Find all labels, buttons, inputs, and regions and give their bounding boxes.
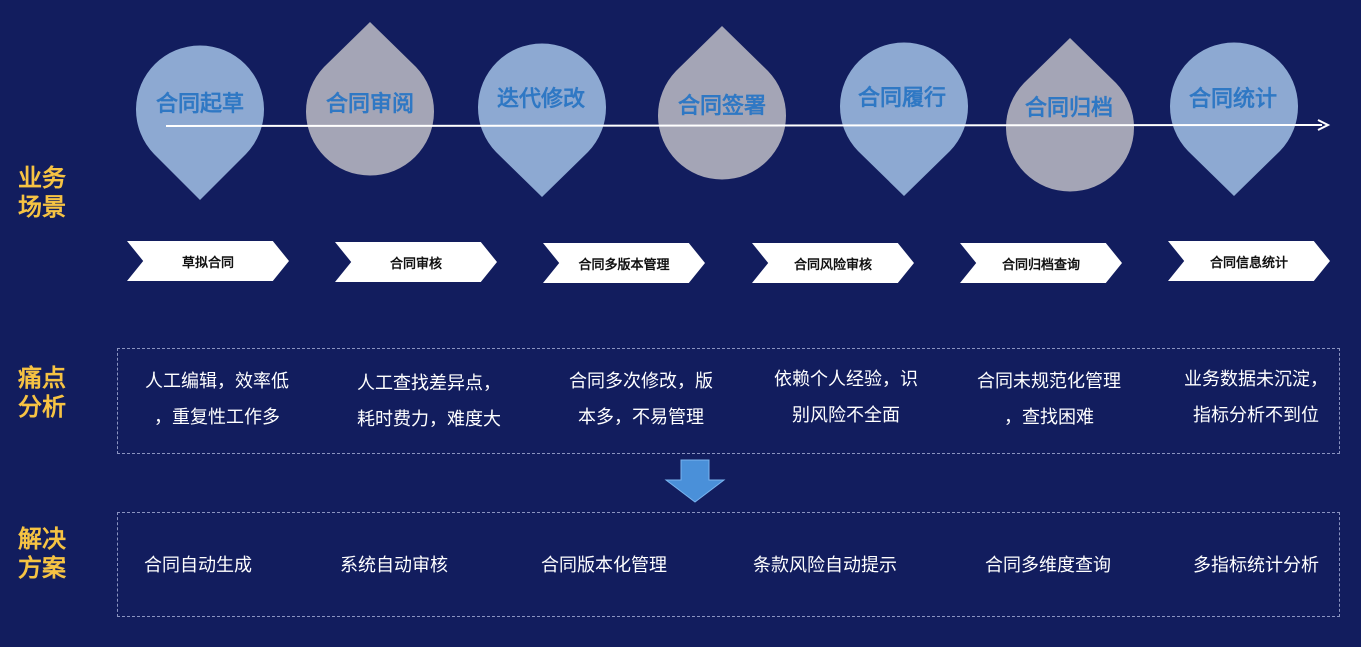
section-label-scenario-line2: 场景 bbox=[18, 193, 66, 221]
stage-label-5: 合同履行 bbox=[857, 86, 946, 111]
pain-point-5-line1: 合同未规范化管理 bbox=[977, 371, 1121, 392]
section-label-pain-line1: 痛点 bbox=[18, 364, 66, 392]
down-arrow-icon bbox=[664, 459, 726, 503]
solution-1: 合同自动生成 bbox=[144, 555, 252, 576]
pain-point-2-line2: 耗时费力，难度大 bbox=[357, 409, 501, 430]
section-label-solution-line2: 方案 bbox=[18, 554, 66, 582]
pain-points-box bbox=[117, 348, 1340, 454]
stage-label-3: 迭代修改 bbox=[496, 87, 585, 112]
step-chevron-1: 草拟合同 bbox=[127, 241, 289, 281]
stage-label-7: 合同统计 bbox=[1188, 87, 1277, 112]
pain-point-4: 依赖个人经验，识 别风险不全面 bbox=[751, 362, 941, 434]
pain-point-2-line1: 人工查找差异点， bbox=[357, 373, 501, 394]
timeline-arrow bbox=[165, 119, 1331, 131]
pain-point-4-line2: 别风险不全面 bbox=[792, 405, 900, 426]
stage-drop-4 bbox=[658, 26, 786, 180]
stage-drop-1 bbox=[136, 45, 264, 200]
section-label-pain-line2: 分析 bbox=[18, 393, 66, 421]
solution-5: 合同多维度查询 bbox=[985, 555, 1111, 576]
stage-label-6: 合同归档 bbox=[1024, 96, 1113, 121]
stage-drop-2 bbox=[306, 22, 434, 176]
solution-4: 条款风险自动提示 bbox=[753, 555, 897, 576]
stage-drop-3 bbox=[478, 43, 606, 197]
step-chevron-4: 合同风险审核 bbox=[752, 243, 914, 283]
pain-point-5: 合同未规范化管理 ，查找困难 bbox=[954, 364, 1144, 436]
pain-point-6-line2: 指标分析不到位 bbox=[1193, 405, 1319, 426]
stage-drop-5 bbox=[840, 42, 968, 196]
section-label-scenario: 业务 场景 bbox=[18, 164, 88, 222]
pain-point-4-line1: 依赖个人经验，识 bbox=[774, 369, 918, 390]
pain-point-5-line2: ，查找困难 bbox=[1004, 407, 1094, 428]
step-chevron-5: 合同归档查询 bbox=[960, 243, 1122, 283]
stage-label-1: 合同起草 bbox=[155, 92, 244, 117]
pain-point-3: 合同多次修改，版 本多，不易管理 bbox=[546, 364, 736, 436]
solution-3: 合同版本化管理 bbox=[541, 555, 667, 576]
pain-point-3-line2: 本多，不易管理 bbox=[578, 407, 704, 428]
section-label-scenario-line1: 业务 bbox=[18, 164, 66, 192]
section-label-solution: 解决 方案 bbox=[18, 525, 88, 583]
pain-point-6-line1: 业务数据未沉淀， bbox=[1184, 369, 1328, 390]
step-chevron-6: 合同信息统计 bbox=[1168, 241, 1330, 281]
pain-point-1: 人工编辑，效率低 ，重复性工作多 bbox=[122, 364, 312, 436]
step-chevron-2: 合同审核 bbox=[335, 242, 497, 282]
stage-label-2: 合同审阅 bbox=[325, 92, 414, 117]
stage-label-4: 合同签署 bbox=[677, 94, 766, 119]
pain-point-6: 业务数据未沉淀， 指标分析不到位 bbox=[1161, 362, 1351, 434]
pain-point-2: 人工查找差异点， 耗时费力，难度大 bbox=[334, 366, 524, 438]
pain-point-1-line2: ，重复性工作多 bbox=[154, 407, 280, 428]
right-arrow-icon bbox=[1317, 119, 1331, 131]
pain-point-3-line1: 合同多次修改，版 bbox=[569, 371, 713, 392]
stage-drop-6 bbox=[1006, 38, 1134, 192]
pain-point-1-line1: 人工编辑，效率低 bbox=[145, 371, 289, 392]
solution-6: 多指标统计分析 bbox=[1193, 555, 1319, 576]
solution-2: 系统自动审核 bbox=[340, 555, 448, 576]
section-label-solution-line1: 解决 bbox=[18, 525, 66, 553]
stage-drop-7 bbox=[1170, 42, 1298, 196]
section-label-pain: 痛点 分析 bbox=[18, 364, 88, 422]
solutions-box bbox=[117, 512, 1340, 617]
step-chevron-3: 合同多版本管理 bbox=[543, 243, 705, 283]
